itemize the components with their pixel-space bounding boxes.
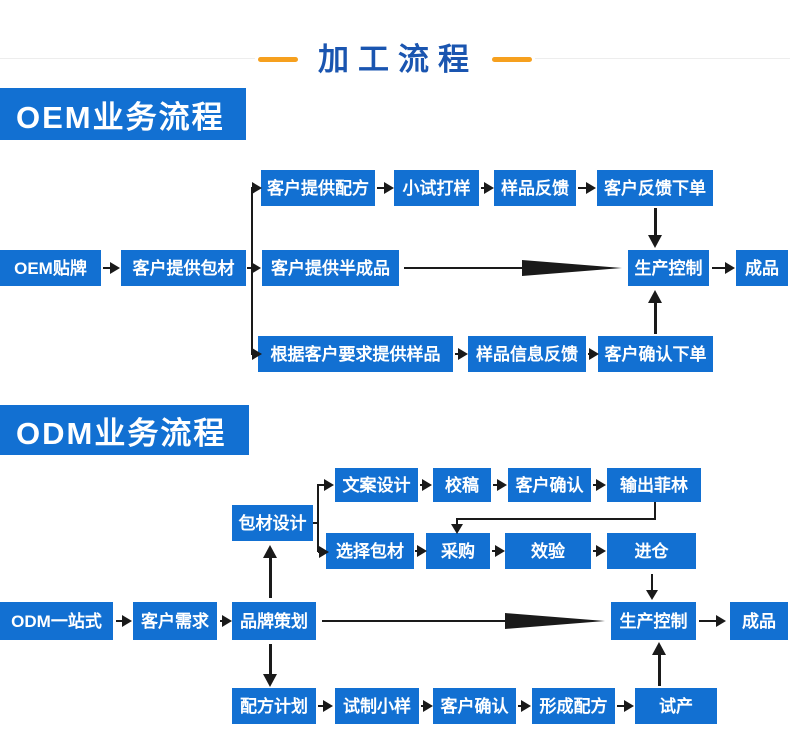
page-title-group: 加工流程	[255, 36, 535, 82]
flow-arrow	[492, 545, 505, 557]
node-output-film: 输出菲林	[607, 468, 701, 502]
flow-arrow	[377, 182, 394, 194]
flow-arrow-down	[451, 518, 463, 534]
flow-arrow	[220, 615, 232, 627]
flow-arrow	[318, 479, 334, 491]
node-samples-per-request: 根据客户要求提供样品	[258, 336, 453, 372]
node-form-formula: 形成配方	[532, 688, 615, 724]
title-dash-left-icon	[258, 56, 298, 62]
node-trial-small-sample: 试制小样	[335, 688, 419, 724]
flow-arrow	[699, 615, 726, 627]
node-customer-formula: 客户提供配方	[261, 170, 375, 206]
flow-arrow	[247, 262, 261, 274]
node-sample-info-feedback: 样品信息反馈	[468, 336, 586, 372]
flow-branch-line	[251, 187, 253, 355]
flow-arrow	[318, 700, 333, 712]
flow-elbow-line	[457, 518, 656, 520]
flow-arrow	[481, 182, 494, 194]
flow-arrow	[578, 182, 596, 194]
flow-arrow-up	[652, 642, 666, 686]
flow-arrow	[493, 479, 507, 491]
node-choose-packaging: 选择包材	[326, 533, 414, 569]
flow-arrow-down	[646, 574, 658, 600]
flow-arrow	[593, 479, 606, 491]
node-customer-packaging: 客户提供包材	[121, 250, 246, 286]
flow-elbow-line	[654, 502, 656, 520]
node-finished-oem: 成品	[736, 250, 788, 286]
flow-arrow	[116, 615, 132, 627]
node-trial-production: 试产	[635, 688, 717, 724]
page-title: 加工流程	[318, 41, 478, 77]
flow-arrow	[593, 545, 606, 557]
node-customer-confirm-2: 客户确认	[433, 688, 516, 724]
node-formula-plan: 配方计划	[232, 688, 316, 724]
flow-big-arrow-shaft	[404, 267, 524, 269]
node-sample-feedback: 样品反馈	[494, 170, 576, 206]
node-trial-proofing: 小试打样	[394, 170, 479, 206]
node-customer-confirm-1: 客户确认	[508, 468, 591, 502]
node-inspection: 效验	[505, 533, 591, 569]
flow-arrow	[251, 182, 262, 194]
flow-arrow	[251, 348, 262, 360]
node-customer-confirm-order: 客户确认下单	[598, 336, 713, 372]
node-customer-feedback-order: 客户反馈下单	[597, 170, 713, 206]
flow-arrow	[103, 262, 120, 274]
flow-big-arrow-shaft	[322, 620, 507, 622]
flow-arrow	[518, 700, 531, 712]
odm-section-header: ODM业务流程	[0, 405, 249, 455]
node-copy-design: 文案设计	[335, 468, 418, 502]
node-customer-semifinished: 客户提供半成品	[262, 250, 399, 286]
flow-arrow	[617, 700, 634, 712]
node-customer-demand: 客户需求	[133, 602, 217, 640]
node-proofread: 校稿	[433, 468, 491, 502]
flow-arrow	[415, 545, 427, 557]
node-brand-planning: 品牌策划	[232, 602, 316, 640]
title-dash-right-icon	[492, 56, 532, 62]
node-production-control-odm: 生产控制	[611, 602, 696, 640]
node-purchasing: 采购	[426, 533, 490, 569]
node-oem-branding: OEM贴牌	[0, 250, 101, 286]
oem-section-header: OEM业务流程	[0, 88, 246, 140]
flow-arrow	[588, 348, 599, 360]
flow-arrow-down	[648, 208, 662, 248]
node-production-control-oem: 生产控制	[628, 250, 709, 286]
node-finished-odm: 成品	[730, 602, 788, 640]
flow-arrow-up	[648, 290, 662, 334]
flow-arrow	[420, 479, 432, 491]
flow-arrow	[318, 546, 329, 558]
node-packaging-design: 包材设计	[232, 505, 313, 541]
node-warehousing: 进仓	[607, 533, 696, 569]
flow-arrow	[421, 700, 433, 712]
flow-big-arrow	[322, 613, 605, 629]
node-odm-onestop: ODM一站式	[0, 602, 113, 640]
flow-arrow-down	[263, 644, 277, 687]
flow-branch-line	[313, 522, 319, 524]
flow-branch-line	[317, 484, 319, 552]
flow-big-arrow	[404, 260, 622, 276]
flow-arrow	[712, 262, 735, 274]
flow-arrow-up	[263, 545, 277, 598]
flow-arrow	[455, 348, 468, 360]
